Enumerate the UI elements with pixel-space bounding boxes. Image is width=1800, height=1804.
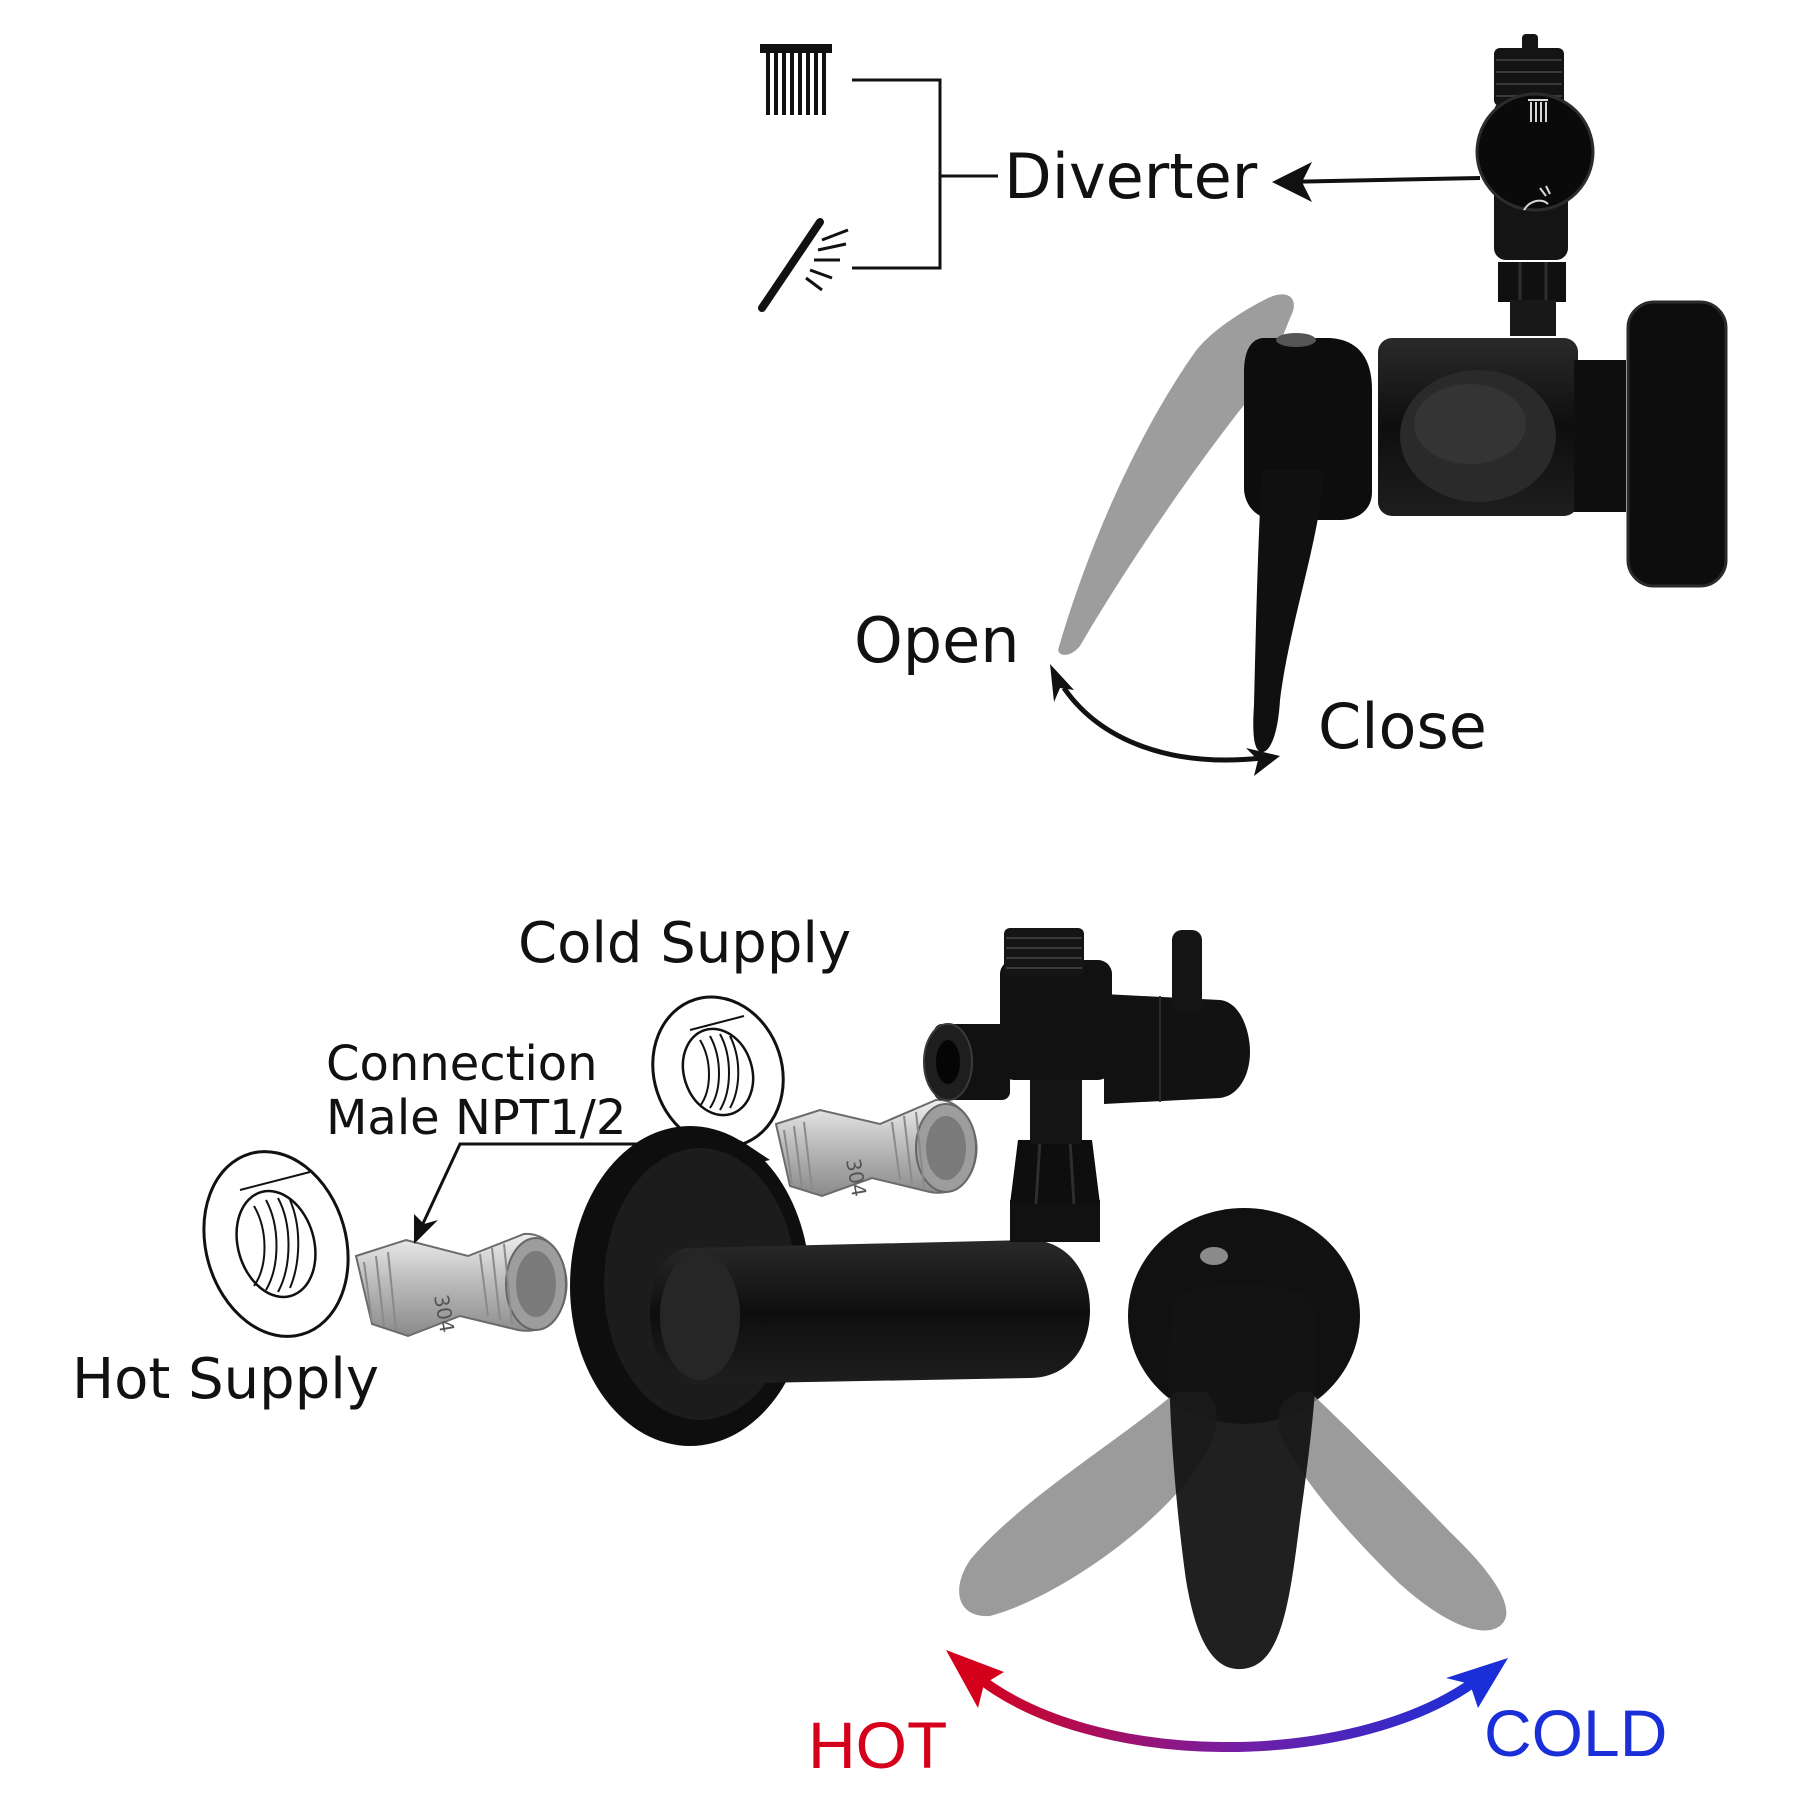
top-thread-fitting [1494,48,1564,106]
hot-label: HOT [808,1708,948,1782]
connection-label: Connection Male NPT1/2 [326,1036,627,1146]
diverter-label: Diverter [1004,140,1258,213]
cold-supply-label: Cold Supply [518,911,852,976]
bottom-diverter-pin[interactable] [1172,930,1202,1014]
lever-open-ghost [1058,294,1294,655]
bottom-faucet [570,928,1507,1670]
diverter-bracket [852,78,998,270]
connection-label-line2: Male NPT1/2 [326,1089,627,1146]
cold-label: COLD [1484,1696,1668,1770]
hot-supply-fitting: 304 [354,1232,568,1338]
close-label: Close [1318,690,1487,763]
diverter-knob[interactable] [1475,92,1595,212]
wall-flange-top [1626,300,1728,588]
lever-ghost-hot [959,1392,1217,1617]
knob-hand-glyph [1523,185,1551,211]
fitting-stamp: 304 [429,1293,459,1335]
diverter-pointer-arrow [1272,162,1481,202]
top-faucet [1058,34,1728,752]
knob-rain-glyph [1528,99,1548,122]
open-label: Open [854,604,1020,677]
hand-shower-icon [758,218,849,312]
lever-closed[interactable] [1253,470,1324,752]
lever-ghost-cold [1277,1391,1507,1631]
bottom-top-thread[interactable] [1004,928,1084,976]
open-close-arrow [1050,664,1280,776]
connection-label-line1: Connection [326,1036,598,1092]
bottom-lever[interactable] [1169,1284,1317,1670]
rain-shower-icon [760,44,832,115]
hot-supply-label: Hot Supply [72,1347,379,1412]
hot-cold-arrow [946,1650,1508,1752]
cold-supply-fitting: 304 [774,1098,978,1199]
hot-supply-escutcheon [202,1150,350,1338]
connection-arrowhead-hot [414,1214,438,1244]
fitting-stamp: 304 [841,1157,871,1199]
